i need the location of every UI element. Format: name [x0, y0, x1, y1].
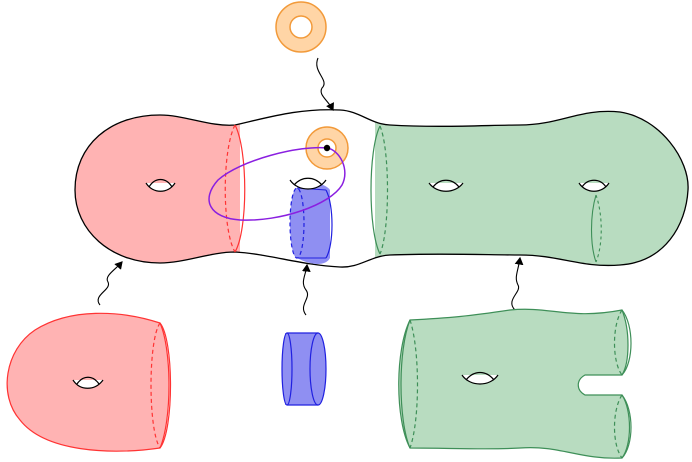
marked-point: [323, 144, 331, 152]
red-cut-front: [234, 124, 246, 253]
main-surface-holes: [145, 177, 610, 192]
red-cut-back: [224, 124, 236, 253]
red-region: [75, 109, 240, 268]
blue-cylinder-in-surface: [289, 183, 333, 264]
green-piece: [398, 308, 632, 459]
genus-surface-outline: [74, 109, 689, 268]
arrows: [97, 57, 524, 316]
arrow-green-piece: [511, 256, 524, 311]
arrow-red-piece: [97, 261, 123, 306]
green-inner-cut-front: [591, 194, 597, 263]
hole-middle: [289, 177, 327, 190]
green-cut-front: [370, 125, 381, 255]
green-inner-cut-back: [595, 194, 602, 263]
hole-green-right: [578, 179, 610, 192]
arrow-annulus-to-surface: [316, 57, 334, 111]
blue-piece: [281, 332, 327, 406]
green-cut-back: [379, 125, 389, 255]
green-region: [375, 109, 689, 268]
red-piece: [6, 312, 172, 452]
arrow-blue-piece: [301, 263, 311, 316]
hole-red-region: [145, 178, 176, 192]
purple-closed-curve: [208, 146, 346, 221]
hole-green-left: [428, 179, 464, 192]
orange-annulus-detached: [275, 1, 327, 53]
